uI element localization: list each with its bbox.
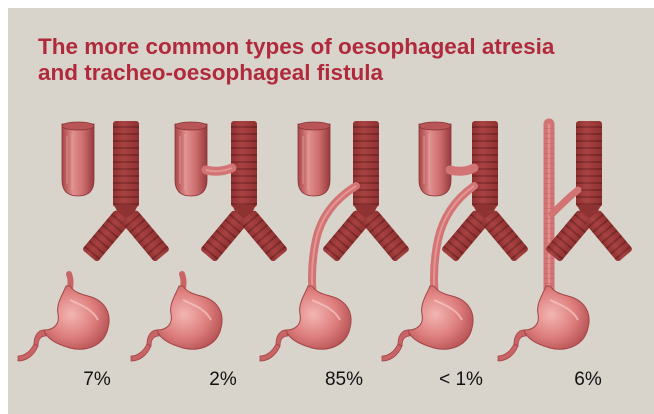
trachea-icon <box>441 121 529 262</box>
stomach-icon <box>18 286 109 361</box>
type-d-percentage: < 1% <box>439 369 483 390</box>
fistula-icon <box>450 168 474 171</box>
trachea-icon <box>82 121 170 262</box>
oesophagus-pouch-icon <box>175 122 207 196</box>
oesophagus-pouch-icon <box>62 122 94 196</box>
type-c-diagram <box>260 121 410 361</box>
trachea-icon <box>322 121 410 262</box>
stomach-icon <box>498 286 589 361</box>
trachea-icon <box>200 121 288 262</box>
type-a-diagram <box>18 121 170 361</box>
type-a-percentage: 7% <box>83 369 111 390</box>
stomach-icon <box>260 286 351 361</box>
type-b-percentage: 2% <box>209 369 237 390</box>
type-e-percentage: 6% <box>574 369 602 390</box>
oesophagus-pouch-icon <box>298 122 330 196</box>
type-d-diagram <box>382 121 529 361</box>
stomach-icon <box>382 286 473 361</box>
fistula-icon <box>552 190 578 214</box>
stomach-icon <box>131 286 222 361</box>
oesophagus-pouch-icon <box>419 122 451 196</box>
type-c-percentage: 85% <box>325 369 363 390</box>
trachea-icon <box>545 121 633 262</box>
